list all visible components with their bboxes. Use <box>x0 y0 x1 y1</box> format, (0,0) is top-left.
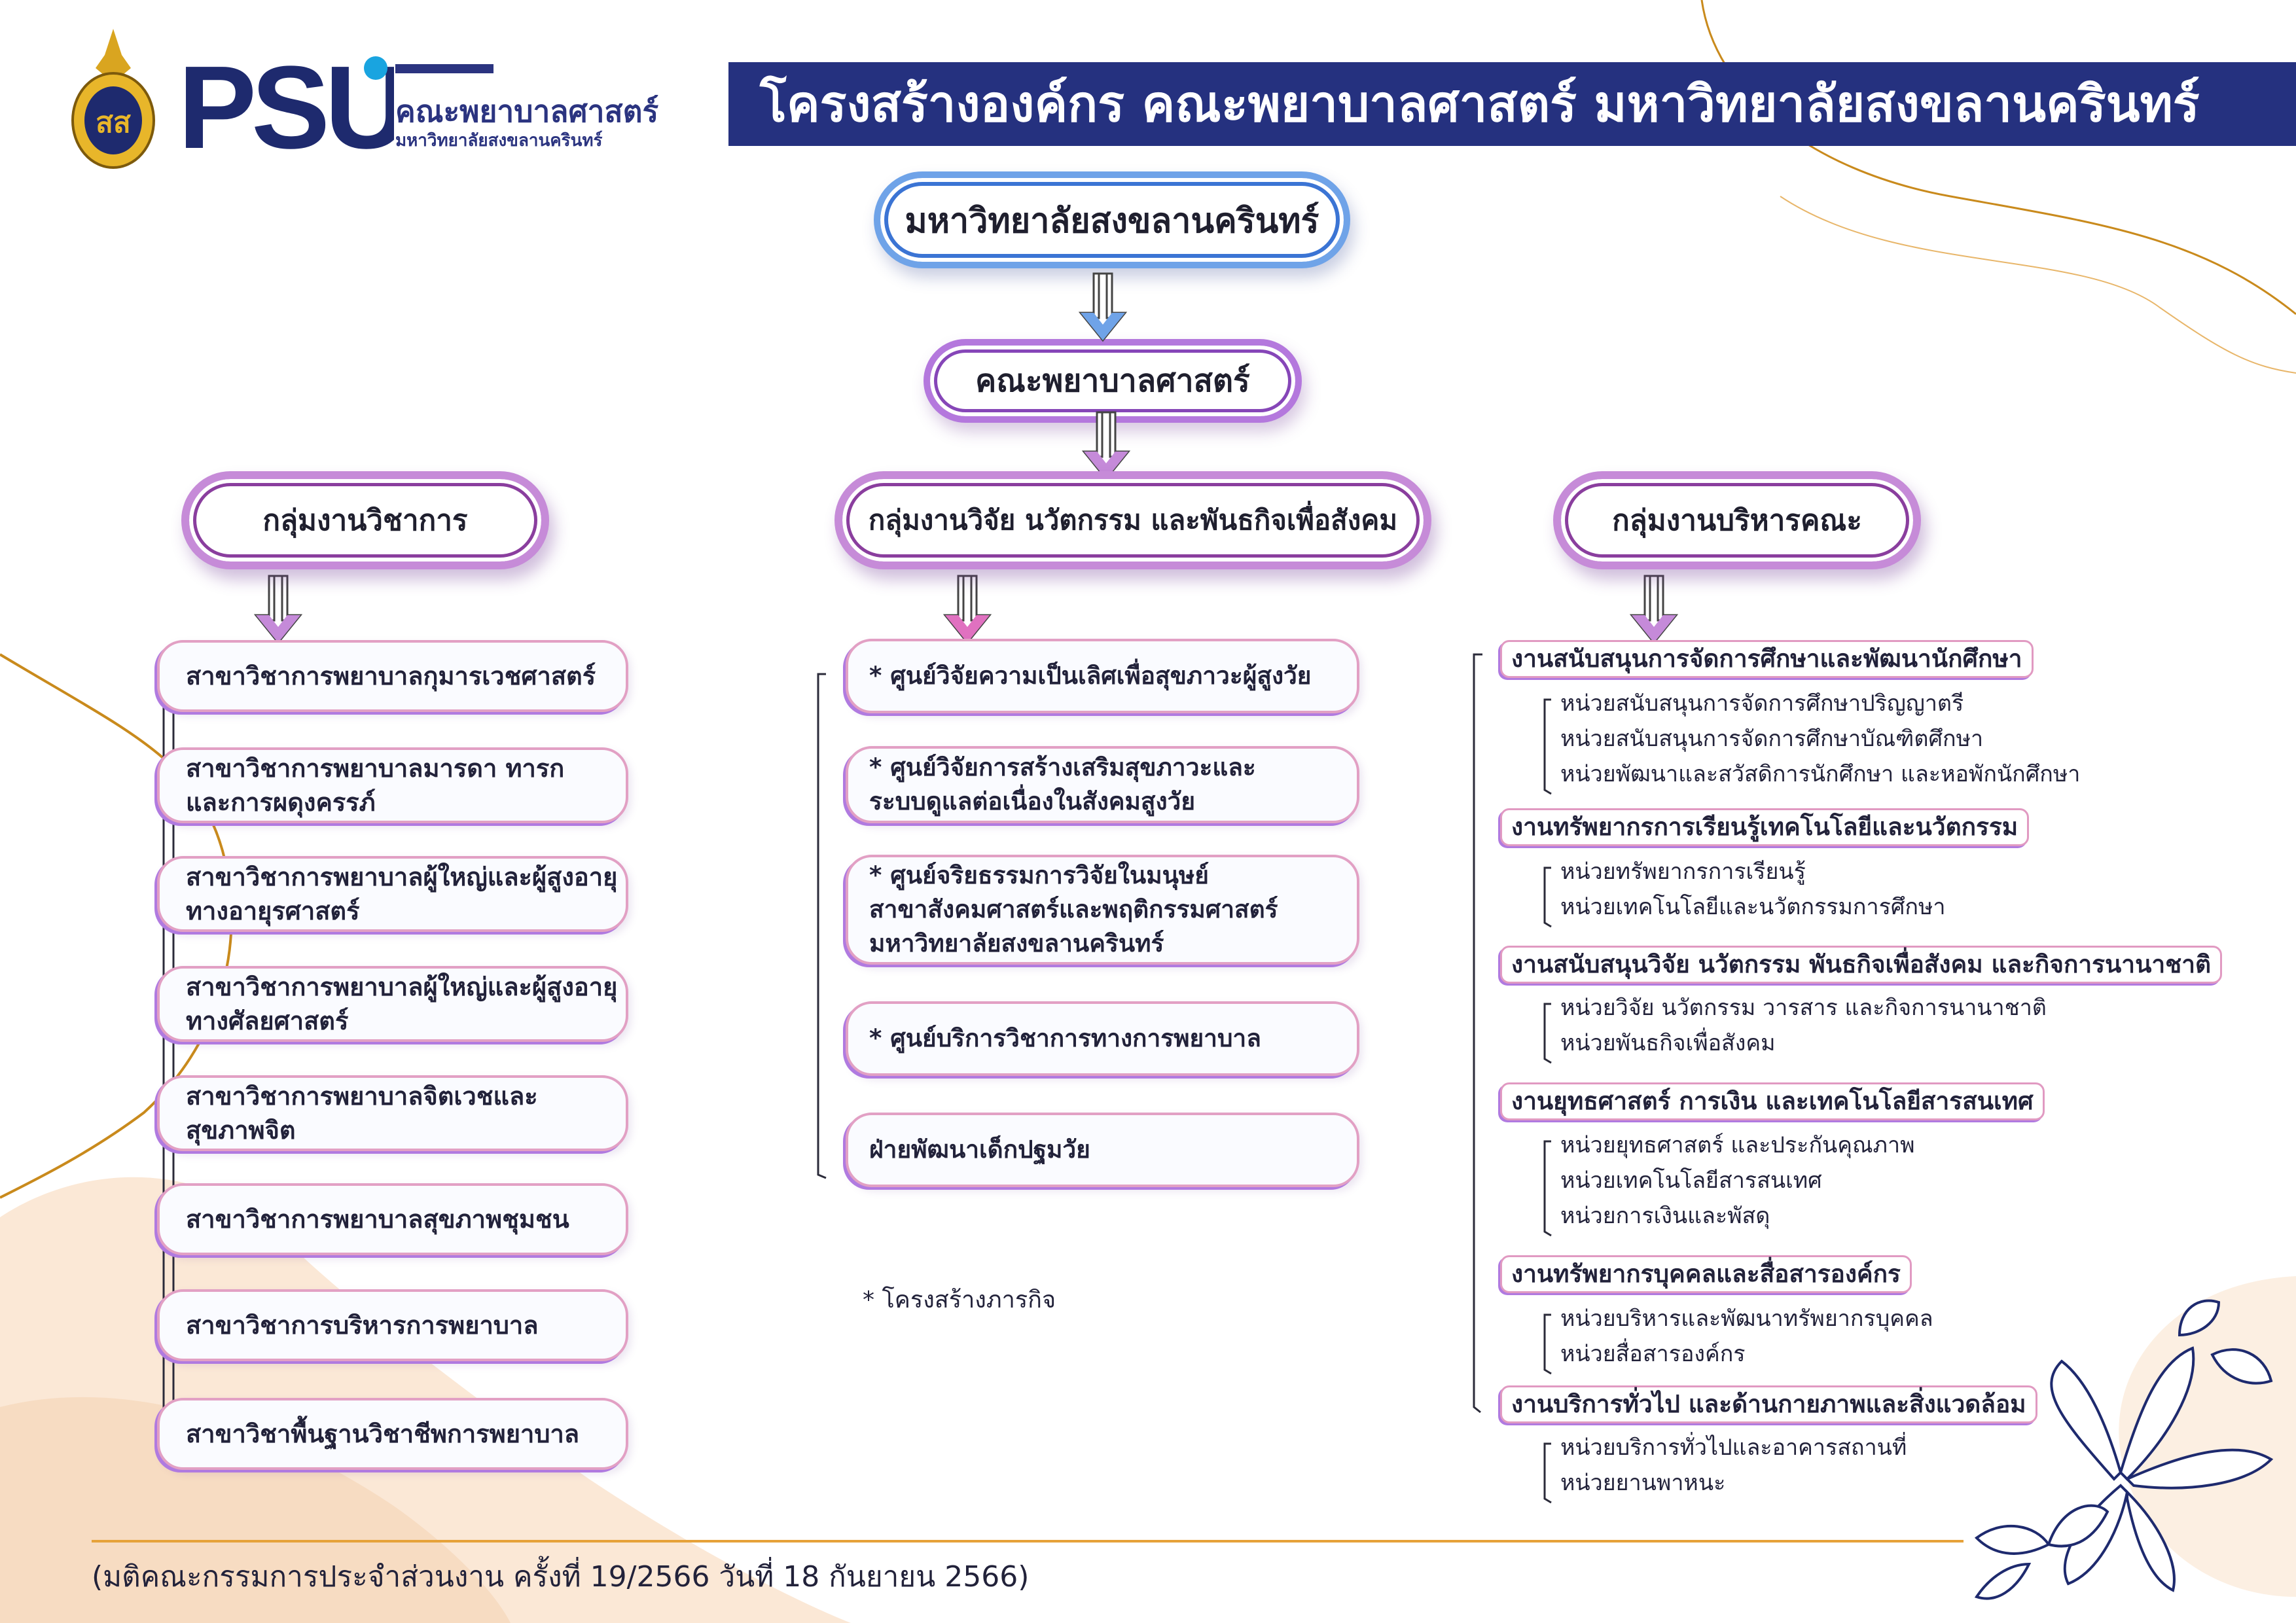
box-text-line: สาขาวิชาการพยาบาลสุขภาพชุมชน <box>186 1205 569 1234</box>
arrow-down-icon <box>1632 576 1676 643</box>
academic-department-label: สาขาวิชาพื้นฐานวิชาชีพการพยาบาล <box>186 1417 579 1451</box>
admin-unit-label: หน่วยบริการทั่วไปและอาคารสถานที่ <box>1560 1435 1907 1461</box>
admin-unit-label: หน่วยสนับสนุนการจัดการศึกษาบัณฑิตศึกษา <box>1560 726 1983 752</box>
research-unit-label: * ศูนย์บริการวิชาการทางการพยาบาล <box>869 1022 1261 1056</box>
box-text-line: สาขาวิชาพื้นฐานวิชาชีพการพยาบาล <box>186 1419 579 1448</box>
box-text-line: มหาวิทยาลัยสงขลานครินทร์ <box>869 929 1164 957</box>
academic-department-label: สาขาวิชาการพยาบาลจิตเวชและสุขภาพจิต <box>186 1079 538 1147</box>
footnote: * โครงสร้างภารกิจ <box>863 1281 1056 1318</box>
academic-department-box: สาขาวิชาการพยาบาลจิตเวชและสุขภาพจิต <box>157 1075 628 1151</box>
research-group-node: กลุ่มงานวิจัย นวัตกรรม และพันธกิจเพื่อสั… <box>834 471 1431 569</box>
admin-unit-label: หน่วยเทคโนโลยีสารสนเทศ <box>1560 1168 1822 1194</box>
admin-unit-label: หน่วยบริหารและพัฒนาทรัพยากรบุคคล <box>1560 1306 1933 1332</box>
unit-bracket <box>1542 1441 1555 1512</box>
admin-section-header: งานทรัพยากรการเรียนรู้เทคโนโลยีและนวัตกร… <box>1500 808 2029 846</box>
box-text-line: สาขาสังคมศาสตร์และพฤติกรรมศาสตร์ <box>869 895 1278 923</box>
unit-bracket <box>1542 1139 1555 1245</box>
admin-unit-label: หน่วยสนับสนุนการจัดการศึกษาปริญญาตรี <box>1560 690 1964 717</box>
box-text-line: สุขภาพจิต <box>186 1116 296 1145</box>
academic-department-box: สาขาวิชาการพยาบาลผู้ใหญ่และผู้สูงอายุทาง… <box>157 966 628 1042</box>
box-text-line: ฝ่ายพัฒนาเด็กปฐมวัย <box>869 1135 1090 1164</box>
research-unit-label: * ศูนย์วิจัยการสร้างเสริมสุขภาวะและระบบด… <box>869 751 1256 819</box>
admin-section-header: งานบริการทั่วไป และด้านกายภาพและสิ่งแวดล… <box>1500 1385 2037 1423</box>
research-unit-label: * ศูนย์จริยธรรมการวิจัยในมนุษย์สาขาสังคม… <box>869 859 1278 961</box>
academic-department-box: สาขาวิชาพื้นฐานวิชาชีพการพยาบาล <box>157 1398 628 1470</box>
academic-department-label: สาขาวิชาการพยาบาลผู้ใหญ่และผู้สูงอายุทาง… <box>186 860 617 928</box>
unit-bracket <box>1542 865 1555 936</box>
box-text-line: และการผดุงครรภ์ <box>186 788 376 817</box>
academic-department-label: สาขาวิชาการพยาบาลสุขภาพชุมชน <box>186 1202 569 1236</box>
admin-section-header: งานยุทธศาสตร์ การเงิน และเทคโนโลยีสารสนเ… <box>1500 1082 2045 1120</box>
box-text-line: สาขาวิชาการพยาบาลมารดา ทารก <box>186 754 564 783</box>
box-text-line: * ศูนย์วิจัยการสร้างเสริมสุขภาวะและ <box>869 753 1256 781</box>
box-text-line: * ศูนย์วิจัยความเป็นเลิศเพื่อสุขภาวะผู้ส… <box>869 662 1312 690</box>
academic-department-box: สาขาวิชาการพยาบาลกุมารเวชศาสตร์ <box>157 640 628 712</box>
unit-bracket <box>1542 1312 1555 1383</box>
research-unit-box: * ศูนย์บริการวิชาการทางการพยาบาล <box>846 1001 1359 1076</box>
academic-department-label: สาขาวิชาการบริหารการพยาบาล <box>186 1308 539 1342</box>
academic-department-label: สาขาวิชาการพยาบาลมารดา ทารกและการผดุงครร… <box>186 751 564 819</box>
academic-department-box: สาขาวิชาการพยาบาลผู้ใหญ่และผู้สูงอายุทาง… <box>157 856 628 932</box>
academic-department-box: สาขาวิชาการพยาบาลสุขภาพชุมชน <box>157 1183 628 1255</box>
research-unit-box: * ศูนย์จริยธรรมการวิจัยในมนุษย์สาขาสังคม… <box>846 855 1359 965</box>
admin-section-header: งานสนับสนุนวิจัย นวัตกรรม พันธกิจเพื่อสั… <box>1500 946 2222 984</box>
admin-unit-label: หน่วยวิจัย นวัตกรรม วารสาร และกิจการนานา… <box>1560 995 2047 1021</box>
box-text-line: สาขาวิชาการพยาบาลผู้ใหญ่และผู้สูงอายุ <box>186 972 617 1001</box>
footer-resolution: (มติคณะกรรมการประจำส่วนงาน ครั้งที่ 19/2… <box>92 1554 1029 1599</box>
admin-unit-label: หน่วยเทคโนโลยีและนวัตกรรมการศึกษา <box>1560 894 1946 920</box>
research-unit-box: * ศูนย์วิจัยการสร้างเสริมสุขภาวะและระบบด… <box>846 746 1359 823</box>
admin-unit-label: หน่วยพันธกิจเพื่อสังคม <box>1560 1030 1776 1056</box>
admin-unit-label: หน่วยทรัพยากรการเรียนรู้ <box>1560 859 1806 885</box>
arrow-down-icon <box>945 576 990 643</box>
academic-department-box: สาขาวิชาการพยาบาลมารดา ทารกและการผดุงครร… <box>157 747 628 823</box>
box-text-line: * ศูนย์จริยธรรมการวิจัยในมนุษย์ <box>869 861 1209 889</box>
unit-bracket <box>1542 697 1555 803</box>
unit-bracket <box>1542 1001 1555 1072</box>
box-text-line: สาขาวิชาการบริหารการพยาบาล <box>186 1311 539 1340</box>
admin-group-node: กลุ่มงานบริหารคณะ <box>1553 471 1921 569</box>
box-text-line: สาขาวิชาการพยาบาลผู้ใหญ่และผู้สูงอายุ <box>186 863 617 891</box>
admin-section-header: งานสนับสนุนการจัดการศึกษาและพัฒนานักศึกษ… <box>1500 640 2034 678</box>
arrow-down-icon <box>1084 412 1128 479</box>
academic-department-label: สาขาวิชาการพยาบาลกุมารเวชศาสตร์ <box>186 659 596 693</box>
box-text-line: * ศูนย์บริการวิชาการทางการพยาบาล <box>869 1024 1261 1052</box>
footer-divider <box>92 1540 1964 1543</box>
arrow-down-icon <box>1081 274 1125 340</box>
box-text-line: ทางอายุรศาสตร์ <box>186 897 360 925</box>
box-text-line: สาขาวิชาการพยาบาลกุมารเวชศาสตร์ <box>186 662 596 690</box>
admin-unit-label: หน่วยยุทธศาสตร์ และประกันคุณภาพ <box>1560 1132 1914 1158</box>
research-unit-box: ฝ่ายพัฒนาเด็กปฐมวัย <box>846 1113 1359 1187</box>
admin-unit-label: หน่วยยานพาหนะ <box>1560 1470 1725 1496</box>
arrow-down-icon <box>256 576 300 643</box>
research-unit-box: * ศูนย์วิจัยความเป็นเลิศเพื่อสุขภาวะผู้ส… <box>846 639 1359 713</box>
academic-department-box: สาขาวิชาการบริหารการพยาบาล <box>157 1289 628 1361</box>
admin-unit-label: หน่วยพัฒนาและสวัสดิการนักศึกษา และหอพักน… <box>1560 761 2080 787</box>
box-text-line: ระบบดูแลต่อเนื่องในสังคมสูงวัย <box>869 787 1195 815</box>
research-unit-label: ฝ่ายพัฒนาเด็กปฐมวัย <box>869 1133 1090 1167</box>
box-text-line: สาขาวิชาการพยาบาลจิตเวชและ <box>186 1082 538 1111</box>
admin-unit-label: หน่วยสื่อสารองค์กร <box>1560 1341 1746 1367</box>
academic-department-label: สาขาวิชาการพยาบาลผู้ใหญ่และผู้สูงอายุทาง… <box>186 970 617 1038</box>
admin-section-header: งานทรัพยากรบุคคลและสื่อสารองค์กร <box>1500 1255 1912 1293</box>
academic-group-node: กลุ่มงานวิชาการ <box>181 471 549 569</box>
admin-unit-label: หน่วยการเงินและพัสดุ <box>1560 1203 1770 1229</box>
research-unit-label: * ศูนย์วิจัยความเป็นเลิศเพื่อสุขภาวะผู้ส… <box>869 659 1312 693</box>
box-text-line: ทางศัลยศาสตร์ <box>186 1007 348 1035</box>
